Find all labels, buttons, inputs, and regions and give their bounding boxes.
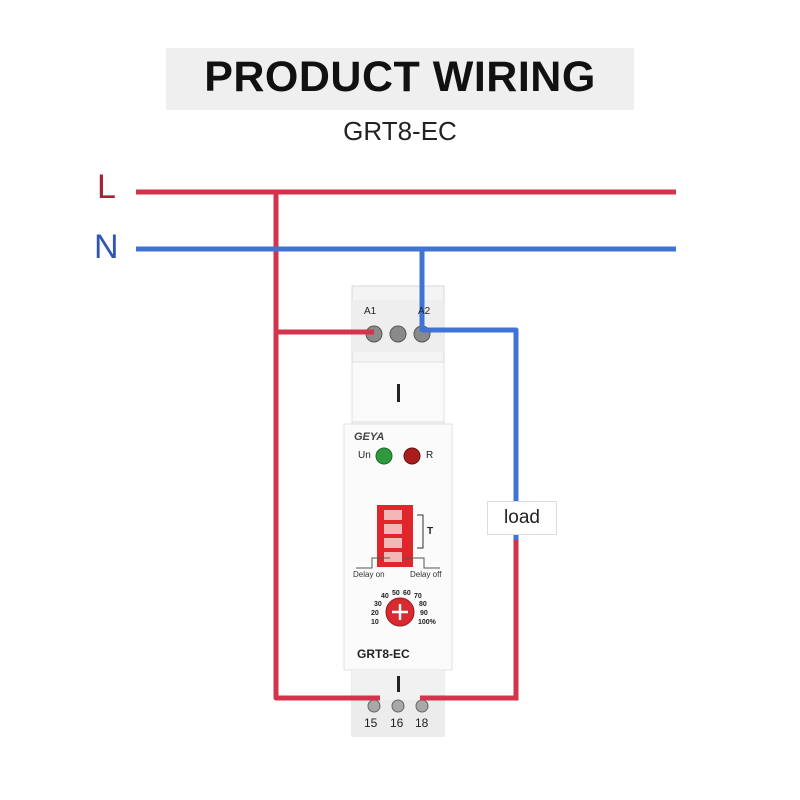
live-wiring	[136, 189, 676, 701]
device-model-label: GRT8-EC	[357, 647, 410, 661]
relay-led-icon	[403, 447, 421, 465]
brand-logo: GEYA	[354, 431, 385, 443]
dial-mark: 20	[371, 610, 379, 617]
load-return-wire	[420, 540, 519, 701]
terminal-15-label: 15	[364, 716, 378, 730]
delay-off-label: Delay off	[410, 570, 442, 579]
dip-time-label: T	[427, 526, 434, 537]
terminal-screw-icon	[415, 699, 429, 713]
page-title: PRODUCT WIRING	[204, 53, 596, 101]
terminal-18-label: 18	[415, 716, 429, 730]
dip-switch-lever	[384, 524, 402, 534]
neutral-line-label: N	[94, 228, 119, 266]
dial-cross	[392, 604, 408, 620]
terminal-screw-icon	[367, 699, 381, 713]
live-branch-wire	[273, 194, 380, 701]
bottom-slot	[397, 676, 400, 692]
dial-mark: 10	[371, 619, 379, 626]
dial-mark: 80	[419, 601, 427, 608]
terminal-screw-icon	[389, 325, 407, 343]
dip-switch-lever	[384, 510, 402, 520]
live-line-label: L	[97, 168, 116, 206]
dial-mark: 90	[420, 610, 428, 617]
dial-mark: 100%	[418, 619, 436, 626]
dip-switch-lever	[384, 552, 402, 562]
dial-mark: 70	[414, 593, 422, 600]
load-label: load	[487, 501, 557, 535]
delay-on-label: Delay on	[353, 570, 385, 579]
power-indicator-label: Un	[358, 450, 371, 461]
terminal-16-label: 16	[390, 716, 404, 730]
relay-device	[343, 285, 453, 737]
top-slot	[397, 384, 400, 402]
dial-mark: 60	[403, 590, 411, 597]
delay-on-waveform-icon	[356, 557, 390, 569]
title-band	[166, 48, 634, 110]
dip-bracket	[417, 514, 424, 549]
terminal-a1-label: A1	[364, 306, 377, 317]
dial-mark: 50	[392, 590, 400, 597]
page-subtitle: GRT8-EC	[343, 116, 457, 146]
terminal-screw-icon	[391, 699, 405, 713]
relay-indicator-label: R	[426, 450, 434, 461]
dial-mark: 40	[381, 593, 389, 600]
dip-switch-lever	[384, 538, 402, 548]
dial-mark: 30	[374, 601, 382, 608]
terminal-a2-label: A2	[418, 306, 431, 317]
power-led-icon	[375, 447, 393, 465]
delay-off-waveform-icon	[404, 557, 440, 569]
